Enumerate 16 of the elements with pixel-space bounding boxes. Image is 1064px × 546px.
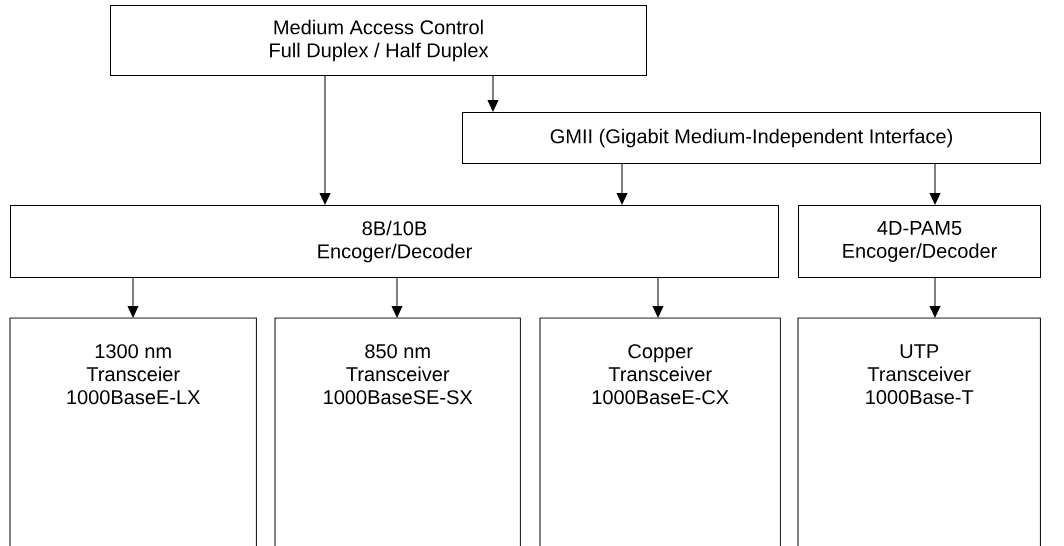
process-box: Medium Access Control Full Duplex / Half Duplex	[110, 5, 647, 76]
arrow	[616, 163, 628, 205]
process-box: 1300 nm Transceier 1000BaseE-LX	[9, 317, 257, 546]
process-box: 850 nm Transceiver 1000BaseSE-SX	[274, 317, 521, 546]
process-box: UTP Transceiver 1000Base-T	[797, 317, 1041, 546]
arrow	[319, 75, 331, 205]
process-box: GMII (Gigabit Medium-Independent Interface)	[462, 112, 1041, 164]
process-box: 4D-PAM5 Encoger/Decoder	[798, 205, 1041, 278]
arrow	[487, 75, 499, 112]
arrow	[929, 277, 941, 318]
arrow	[652, 277, 664, 318]
process-box: Copper Transceiver 1000BaseE-CX	[539, 317, 781, 546]
arrow	[929, 163, 941, 205]
process-box: 8B/10B Encoger/Decoder	[10, 205, 779, 278]
arrow	[127, 277, 139, 318]
arrow	[391, 277, 403, 318]
